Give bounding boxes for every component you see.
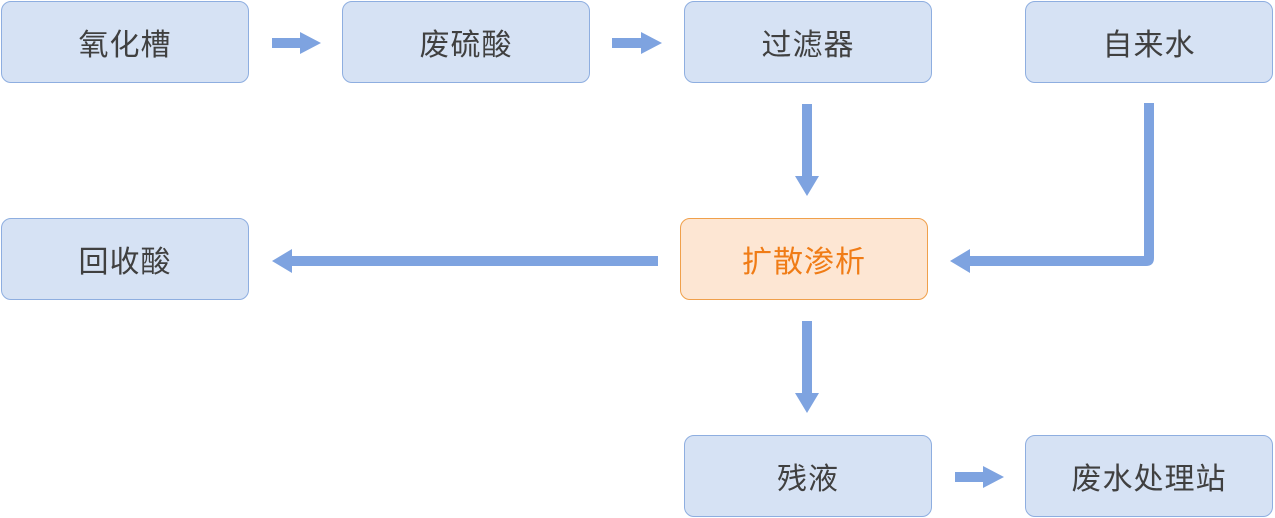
edge-residual-to-wastewater-plant [955, 466, 1004, 488]
edge-tap-water-to-dialysis [950, 103, 1154, 273]
node-waste-sulfuric-acid: 废硫酸 [342, 1, 590, 83]
node-filter: 过滤器 [684, 1, 932, 83]
node-tap-water: 自来水 [1025, 1, 1273, 83]
node-oxidation-tank: 氧化槽 [1, 1, 249, 83]
edge-dialysis-to-residual [795, 321, 819, 413]
edge-filter-to-dialysis [795, 104, 819, 196]
edge-waste-acid-to-filter [612, 32, 662, 54]
node-diffusion-dialysis: 扩散渗析 [680, 218, 928, 300]
edge-dialysis-to-recovered-acid [272, 249, 658, 273]
node-recovered-acid: 回收酸 [1, 218, 249, 300]
node-residual-liquid: 残液 [684, 435, 932, 517]
node-wastewater-plant: 废水处理站 [1025, 435, 1273, 517]
edge-oxidation-to-waste-acid [272, 32, 321, 54]
